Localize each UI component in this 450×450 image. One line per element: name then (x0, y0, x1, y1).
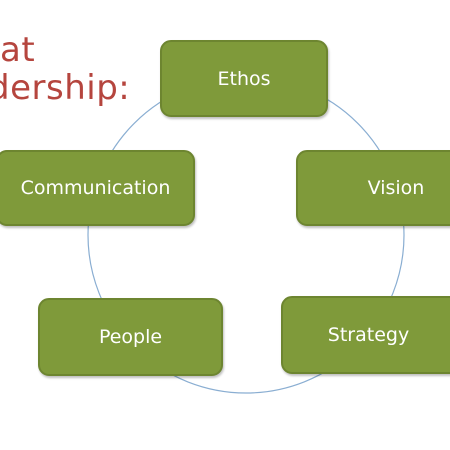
cycle-node-communication: Communication (0, 150, 195, 226)
slide-title-line-2: dership: (0, 68, 131, 108)
slide-title-line-1: at (0, 30, 36, 70)
cycle-node-ethos: Ethos (160, 40, 328, 117)
cycle-node-strategy-label: Strategy (327, 324, 410, 346)
cycle-node-communication-label: Communication (20, 177, 171, 199)
cycle-node-ethos-label: Ethos (217, 67, 271, 90)
cycle-node-strategy: Strategy (281, 296, 450, 374)
cycle-node-vision-label: Vision (367, 177, 425, 199)
cycle-node-people: People (38, 298, 223, 376)
cycle-node-vision: Vision (296, 150, 450, 226)
cycle-node-people-label: People (98, 326, 163, 348)
